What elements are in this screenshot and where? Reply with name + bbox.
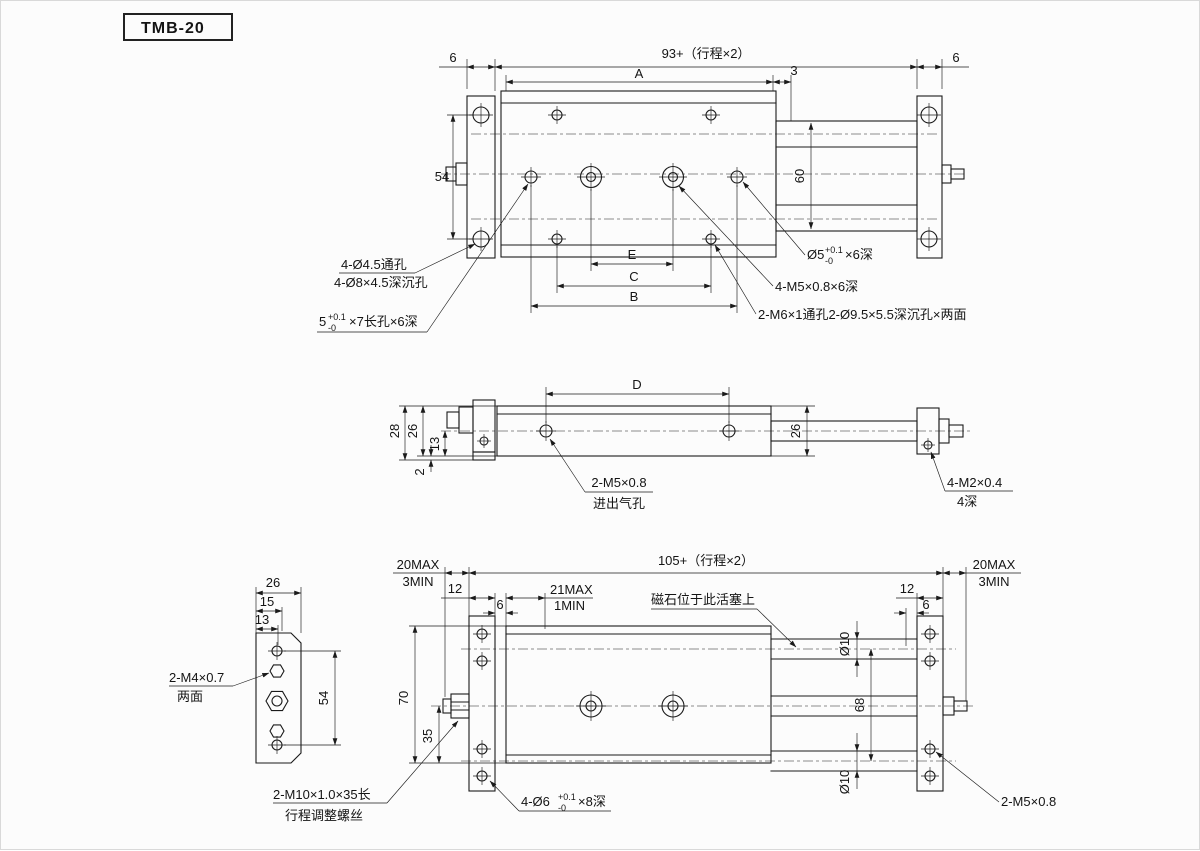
dim-b: B xyxy=(630,289,639,304)
label-slot-tol-top: +0.1 xyxy=(328,312,346,322)
dim-3min-left: 3MIN xyxy=(402,574,433,589)
label-m5-right: 2-M5×0.8 xyxy=(1001,794,1056,809)
left-mount-plate xyxy=(466,95,496,259)
dim-13: 13 xyxy=(427,437,442,451)
dim-3min-right: 3MIN xyxy=(978,574,1009,589)
label-pin-tol-bot: -0 xyxy=(825,256,833,266)
side-right-plate xyxy=(916,407,964,455)
dim-20max-right: 20MAX xyxy=(973,557,1016,572)
dim-span-105: 105+（行程×2） xyxy=(658,553,754,568)
dim-70: 70 xyxy=(396,691,411,705)
right-mount-plate xyxy=(916,95,943,259)
end-cap-view: 26 15 13 54 2-M4×0.7 两面 xyxy=(169,575,341,764)
dim-1min: 1MIN xyxy=(554,598,585,613)
label-slot-post: ×7长孔×6深 xyxy=(349,314,418,329)
dim-12-right: 12 xyxy=(900,581,914,596)
dim-54: 54 xyxy=(435,169,449,184)
label-pin-pre: Ø5 xyxy=(807,247,824,262)
dim-d10-top: Ø10 xyxy=(837,632,852,657)
side-view-labels: 2-M5×0.8 进出气孔 4-M2×0.4 4深 xyxy=(549,438,1013,511)
label-hole-pre: 4-Ø6 xyxy=(521,794,550,809)
dim-6-right: 6 xyxy=(952,50,959,65)
right-rod-stub xyxy=(941,164,965,184)
bottom-left-plate xyxy=(468,615,496,792)
top-view: 6 93+（行程×2） 6 A 3 54 60 E C xyxy=(317,46,969,333)
bottom-view: 20MAX 3MIN 105+（行程×2） 20MAX 3MIN 12 21MA… xyxy=(273,553,1056,823)
end-cap-dimensions: 26 15 13 54 xyxy=(255,575,341,746)
label-slot-tol-bot: -0 xyxy=(328,323,336,333)
label-screw-1: 2-M10×1.0×35长 xyxy=(273,787,371,802)
dim-28: 28 xyxy=(387,424,402,438)
side-left-plate xyxy=(472,399,496,461)
side-left-nut xyxy=(446,406,474,434)
label-hole-tol-top: +0.1 xyxy=(558,792,576,802)
label-screw-2: 行程调整螺丝 xyxy=(285,808,363,823)
dim-26-right: 26 xyxy=(788,424,803,438)
title-box: TMB-20 xyxy=(123,13,233,41)
top-view-dimensions: 6 93+（行程×2） 6 A 3 54 60 E C xyxy=(435,46,969,313)
dim-26: 26 xyxy=(266,575,280,590)
dim-15: 15 xyxy=(260,594,274,609)
page-title: TMB-20 xyxy=(141,20,205,37)
dim-c: C xyxy=(629,269,638,284)
adjust-screw xyxy=(442,693,470,719)
dim-13: 13 xyxy=(255,612,269,627)
label-through-holes-1: 4-Ø4.5通孔 xyxy=(341,257,407,272)
label-hole-post: ×8深 xyxy=(578,794,606,809)
label-through-holes-2: 4-Ø8×4.5深沉孔 xyxy=(334,275,428,290)
label-pin-tol-top: +0.1 xyxy=(825,245,843,255)
dim-60: 60 xyxy=(792,169,807,183)
label-pin-post: ×6深 xyxy=(845,247,873,262)
dim-20max-left: 20MAX xyxy=(397,557,440,572)
dim-6-left: 6 xyxy=(449,50,456,65)
dim-26-left: 26 xyxy=(405,424,420,438)
top-view-labels: 4-Ø4.5通孔 4-Ø8×4.5深沉孔 5 +0.1 -0 ×7长孔×6深 Ø… xyxy=(317,181,966,333)
label-port-2: 进出气孔 xyxy=(593,496,645,511)
label-m6: 2-M6×1通孔2-Ø9.5×5.5深沉孔×两面 xyxy=(758,307,966,322)
label-m5: 4-M5×0.8×6深 xyxy=(775,279,858,294)
label-port-1: 2-M5×0.8 xyxy=(591,475,646,490)
dim-35: 35 xyxy=(420,729,435,743)
label-m4-2: 两面 xyxy=(177,689,203,704)
dim-21max: 21MAX xyxy=(550,582,593,597)
label-magnet: 磁石位于此活塞上 xyxy=(651,592,755,607)
dim-3: 3 xyxy=(790,63,797,78)
dim-span-93: 93+（行程×2） xyxy=(662,46,751,61)
dim-d10-bottom: Ø10 xyxy=(837,770,852,795)
bottom-view-dimensions: 20MAX 3MIN 105+（行程×2） 20MAX 3MIN 12 21MA… xyxy=(393,553,1021,794)
side-view: D 28 26 13 2 26 2-M5×0.8 进出气孔 4-M2×0.4 xyxy=(387,377,1013,511)
end-cap-labels: 2-M4×0.7 两面 xyxy=(169,670,270,704)
label-m2-1: 4-M2×0.4 xyxy=(947,475,1002,490)
bottom-right-plate xyxy=(916,615,968,792)
dim-e: E xyxy=(628,247,637,262)
dim-2: 2 xyxy=(412,468,427,475)
dim-12-left: 12 xyxy=(448,581,462,596)
dim-6-right: 6 xyxy=(922,597,929,612)
side-view-dimensions: D 28 26 13 2 26 xyxy=(387,377,815,476)
dim-54: 54 xyxy=(316,691,331,705)
bottom-guide-rods xyxy=(770,638,918,772)
dim-a: A xyxy=(635,66,644,81)
bottom-body xyxy=(505,625,772,764)
label-hole-tol-bot: -0 xyxy=(558,803,566,813)
label-slot-pre: 5 xyxy=(319,314,326,329)
label-m2-2: 4深 xyxy=(957,494,977,509)
dim-68: 68 xyxy=(852,698,867,712)
dim-d: D xyxy=(632,377,641,392)
bottom-view-labels: 磁石位于此活塞上 2-M10×1.0×35长 行程调整螺丝 4-Ø6 +0.1 … xyxy=(273,592,1056,823)
label-m4-1: 2-M4×0.7 xyxy=(169,670,224,685)
dim-6-left: 6 xyxy=(496,597,503,612)
